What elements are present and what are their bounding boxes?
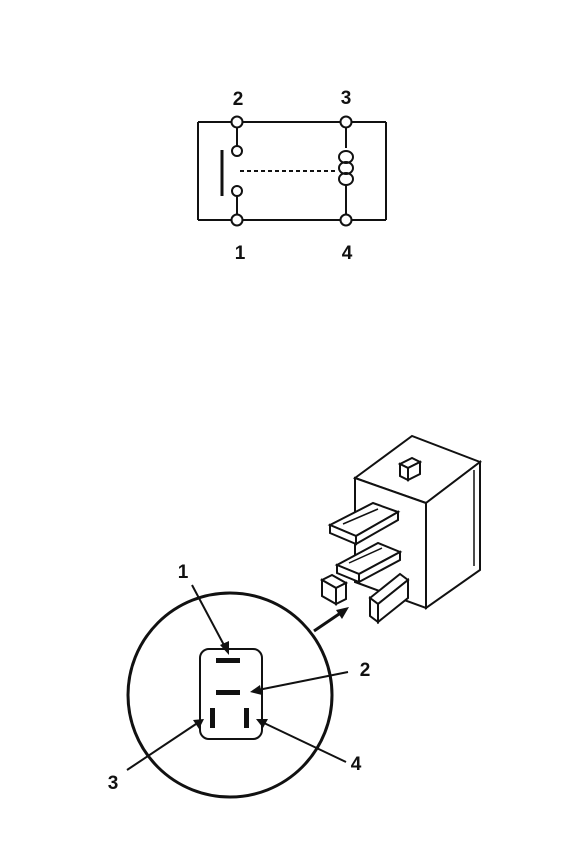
leader-3 <box>126 719 204 771</box>
callout-label-1: 1 <box>178 562 189 583</box>
coil <box>338 150 354 186</box>
terminal-label-2: 2 <box>233 89 244 110</box>
slot-1 <box>216 658 240 663</box>
connector-magnified-view: 1 2 3 4 <box>108 562 371 799</box>
callout-label-2: 2 <box>360 660 371 681</box>
callout-label-3: 3 <box>108 773 119 794</box>
relay-schematic: 2 3 1 4 <box>197 88 387 264</box>
leader-4 <box>256 719 347 763</box>
terminal-label-4: 4 <box>342 243 353 264</box>
relay-blade-middle <box>334 541 403 584</box>
terminal-2-node <box>230 115 244 129</box>
slot-2 <box>216 690 240 695</box>
switch-upper-contact <box>231 145 243 157</box>
slot-4 <box>244 708 249 728</box>
relay-body <box>319 434 483 625</box>
terminal-label-3: 3 <box>341 88 352 109</box>
terminal-1-node <box>230 213 244 227</box>
relay-blade-left <box>319 573 349 606</box>
terminal-label-1: 1 <box>235 243 246 264</box>
terminal-3-node <box>339 115 353 129</box>
leader-1 <box>191 584 229 655</box>
slot-3 <box>210 708 215 728</box>
switch-lower-contact <box>231 185 243 197</box>
relay-top-nub <box>397 456 423 482</box>
relay-blade-right <box>368 572 410 625</box>
leader-2 <box>250 671 349 695</box>
view-direction-arrow <box>313 607 349 633</box>
relay-blade-upper <box>327 501 401 546</box>
callout-label-4: 4 <box>351 754 362 775</box>
terminal-4-node <box>339 213 353 227</box>
